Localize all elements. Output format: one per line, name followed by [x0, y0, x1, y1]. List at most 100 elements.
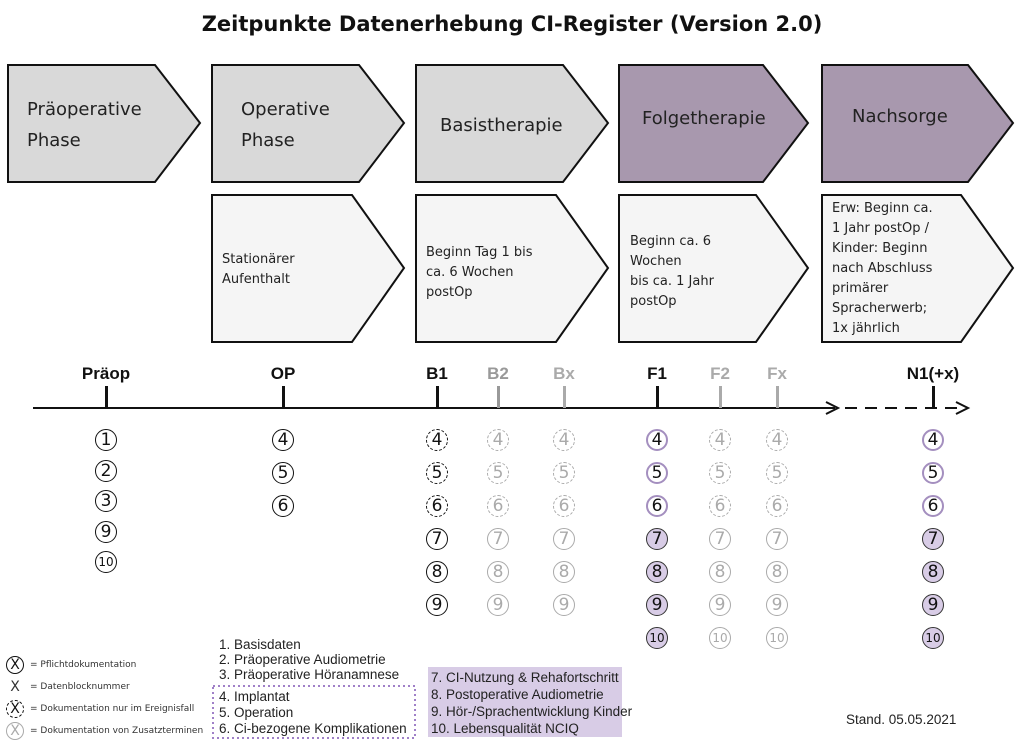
timepoint-tick — [718, 386, 722, 408]
datablock-circle: 9 — [95, 520, 117, 543]
datablock-circle: 4 — [766, 429, 788, 451]
datablock-circle: 6 — [487, 495, 509, 517]
datablock-circle: 5 — [709, 462, 731, 484]
datablock-circle: 6 — [426, 495, 448, 517]
datablock-circle: 8 — [487, 561, 509, 583]
timepoint-label: B1 — [426, 364, 448, 383]
datablock-circle: 4 — [487, 429, 509, 451]
timepoint-label: F1 — [647, 364, 667, 383]
timepoint-label: B2 — [487, 364, 509, 383]
timeline — [33, 401, 971, 415]
phase-arrow-op — [211, 64, 406, 183]
legend-item-ereignisfall: X = Dokumentation nur im Ereignisfall — [6, 698, 203, 720]
timepoint-tick — [562, 386, 566, 408]
timepoint-label: Präop — [81, 364, 131, 383]
datablock-circle: 9 — [487, 594, 509, 616]
datablock-circle: 6 — [766, 495, 788, 517]
datablock-circle: 10 — [922, 627, 944, 649]
datablock-circle: 1 — [95, 429, 117, 451]
detail-arrow-basis — [415, 194, 610, 343]
datablock-circle: 8 — [709, 561, 731, 583]
phase-label-basis: Basistherapie — [440, 115, 563, 136]
circle-gray-icon: X — [6, 722, 24, 740]
detail-arrow-op — [211, 194, 406, 343]
datablock-circle: 5 — [922, 462, 944, 484]
datablock-circle: 7 — [487, 528, 509, 550]
datablock-circle: 5 — [272, 462, 294, 484]
phase-arrow-nachsorge — [821, 64, 1015, 183]
datablock-circle: 5 — [553, 462, 575, 484]
page-title: Zeitpunkte Datenerhebung CI-Register (Ve… — [201, 12, 823, 36]
datablock-circle: 5 — [487, 462, 509, 484]
detail-text-nachsorge: Erw: Beginn ca.1 Jahr postOp /Kinder: Be… — [832, 201, 933, 336]
phase-arrow-praeop — [7, 64, 202, 183]
datablock-circle: 9 — [766, 594, 788, 616]
detail-arrow-folge — [618, 194, 810, 343]
datablock-circle: 9 — [646, 594, 668, 616]
legend-text: = Dokumentation von Zusatzterminen — [30, 726, 204, 736]
x-symbol-icon: X — [10, 679, 20, 695]
datablock-circle: 4 — [553, 429, 575, 451]
datablock-circle: 9 — [426, 594, 448, 616]
detail-arrow-nachsorge — [821, 194, 1015, 343]
datablock-circle: 7 — [766, 528, 788, 550]
blocks-4-6-outline — [212, 685, 416, 739]
datablock-circle: 10 — [95, 551, 117, 573]
datablock-circle: 8 — [766, 561, 788, 583]
datablock-circle: 4 — [426, 429, 448, 451]
datablock-circle: 4 — [709, 429, 731, 451]
datablock-circle: 6 — [922, 495, 944, 517]
circle-dashed-icon: X — [6, 700, 24, 718]
timepoint-label: F2 — [710, 364, 730, 383]
datablock-circle: 6 — [272, 495, 294, 517]
legend-item-zusatztermine: X = Dokumentation von Zusatzterminen — [6, 720, 203, 742]
timepoint-tick — [775, 386, 779, 408]
datablock-circle: 10 — [646, 627, 668, 649]
datablock-circle: 8 — [646, 561, 668, 583]
phase-arrow-folge — [618, 64, 810, 183]
datablock-circle: 6 — [553, 495, 575, 517]
timepoint-tick — [931, 386, 935, 408]
timepoint-label: OP — [270, 364, 296, 383]
legend: X= Pflichtdokumentation X= Datenblocknum… — [6, 654, 203, 742]
datablock-circle: 5 — [646, 462, 668, 484]
timepoint-tick — [104, 386, 108, 408]
datablock-circle: 8 — [426, 561, 448, 583]
stand-date: Stand. 05.05.2021 — [846, 712, 957, 727]
datablock-circle: 9 — [922, 594, 944, 616]
timepoint-tick — [435, 386, 439, 408]
legend-text: = Datenblocknummer — [30, 682, 130, 692]
datablock-circle: 8 — [922, 561, 944, 583]
datablock-circle: 10 — [766, 627, 788, 649]
datablock-circle: 7 — [922, 528, 944, 550]
legend-text: = Dokumentation nur im Ereignisfall — [30, 704, 195, 714]
datablock-circle: 3 — [95, 490, 117, 512]
datablock-circle: 6 — [646, 495, 668, 517]
legend-text: = Pflichtdokumentation — [30, 660, 137, 670]
datablock-circle: 7 — [553, 528, 575, 550]
datablock-circle: 7 — [709, 528, 731, 550]
datablock-circle: 7 — [426, 528, 448, 550]
datablock-circle: 8 — [553, 561, 575, 583]
legend-item-pflicht: X= Pflichtdokumentation — [6, 654, 203, 676]
legend-item-datenblock: X = Datenblocknummer — [6, 676, 203, 698]
datablock-circle: 5 — [766, 462, 788, 484]
datablock-circle: 4 — [922, 429, 944, 451]
datablock-circle: 10 — [709, 627, 731, 649]
timepoint-tick — [281, 386, 285, 408]
timepoint-label: N1(+x) — [906, 364, 960, 383]
datablock-circle: 2 — [95, 459, 117, 482]
timepoint-tick — [655, 386, 659, 408]
datablock-circle: 6 — [709, 495, 731, 517]
phase-label-nachsorge: Nachsorge — [852, 106, 948, 127]
